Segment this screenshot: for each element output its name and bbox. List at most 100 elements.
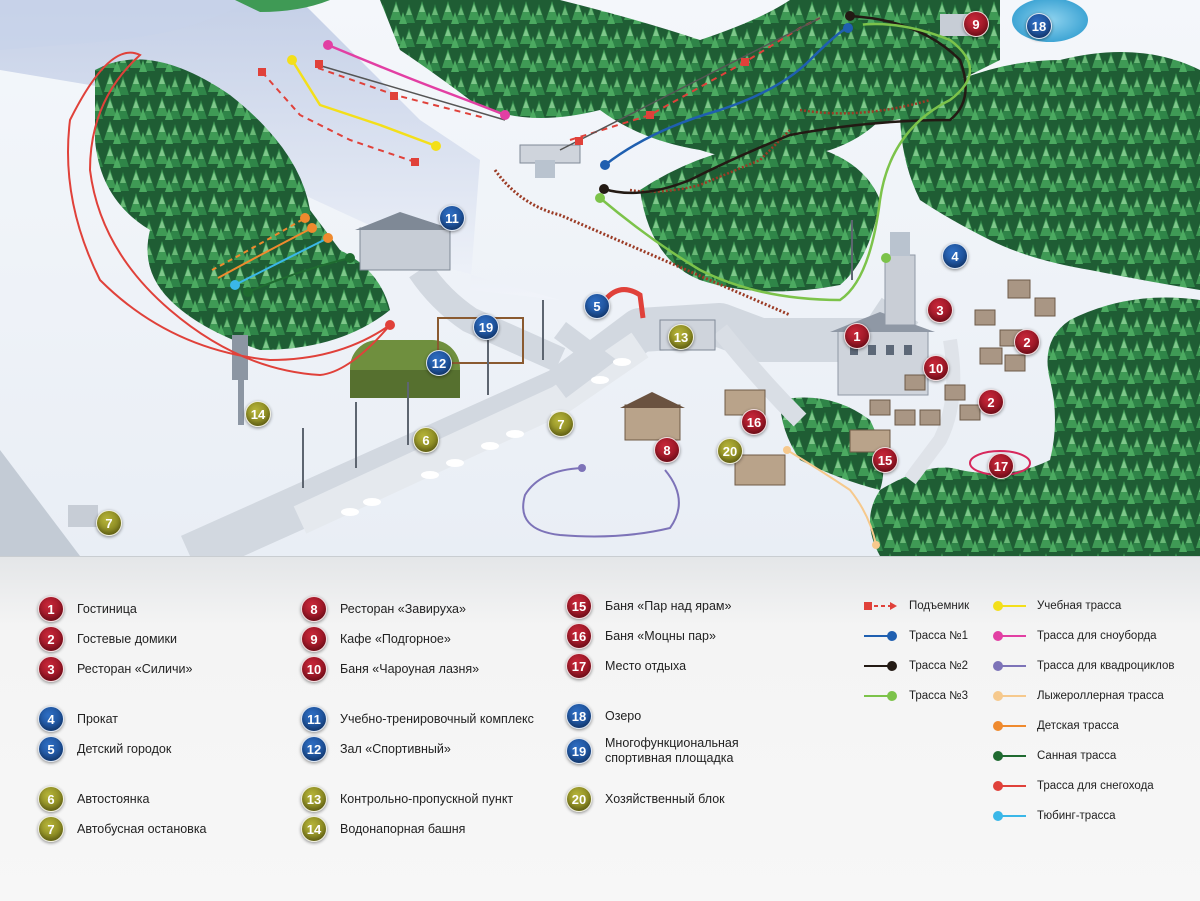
line-legend-rollerski: Лыжероллерная трасса [992, 690, 1164, 702]
line-legend-label: Учебная трасса [1037, 600, 1122, 612]
legend-item-4: 4 Прокат [38, 706, 118, 732]
snowboard-line-icon [993, 631, 1026, 641]
rollerski-line-icon [993, 691, 1026, 701]
map-legend: 1 Гостиница 2 Гостевые домики 3 Ресторан… [0, 556, 1200, 901]
legend-marker: 2 [38, 626, 64, 652]
legend-marker: 14 [301, 816, 327, 842]
legend-marker: 18 [566, 703, 592, 729]
line-legend-trail-1: Трасса №1 [864, 630, 968, 642]
legend-label: Баня «Моцны пар» [605, 628, 716, 643]
legend-item-14: 14 Водонапорная башня [301, 816, 465, 842]
legend-label: Хозяйственный блок [605, 791, 725, 806]
line-legend-trail-3: Трасса №3 [864, 690, 968, 702]
map-marker-19[interactable]: 19 [473, 314, 499, 340]
legend-label: Водонапорная башня [340, 821, 466, 836]
map-marker-7b[interactable]: 7 [96, 510, 122, 536]
line-legend-label: Лыжероллерная трасса [1037, 690, 1164, 702]
map-marker-1[interactable]: 1 [844, 323, 870, 349]
trail-3-line-icon [864, 691, 897, 701]
line-legend-trail-2: Трасса №2 [864, 660, 968, 672]
line-legend-label: Трасса для сноуборда [1037, 630, 1157, 642]
resort-map: 1 2 2 3 4 5 6 7 7 8 9 10 11 12 13 14 15 … [0, 0, 1200, 556]
legend-marker: 5 [38, 736, 64, 762]
legend-label: Озеро [605, 708, 642, 723]
legend-item-5: 5 Детский городок [38, 736, 171, 762]
map-marker-5[interactable]: 5 [584, 293, 610, 319]
map-marker-16[interactable]: 16 [741, 409, 767, 435]
map-marker-4[interactable]: 4 [942, 243, 968, 269]
legend-marker: 11 [301, 706, 327, 732]
legend-label: Гостевые домики [77, 631, 177, 646]
trail-1-line-icon [864, 631, 897, 641]
line-legend-label: Трасса №1 [909, 630, 968, 642]
map-marker-6[interactable]: 6 [413, 427, 439, 453]
map-marker-8[interactable]: 8 [654, 437, 680, 463]
legend-marker: 7 [38, 816, 64, 842]
map-marker-18[interactable]: 18 [1026, 13, 1052, 39]
sled-line-icon [993, 751, 1026, 761]
legend-marker: 17 [566, 653, 592, 679]
legend-marker: 16 [566, 623, 592, 649]
map-marker-20[interactable]: 20 [717, 438, 743, 464]
legend-marker: 19 [566, 738, 592, 764]
lift-line-icon [864, 602, 897, 610]
legend-label: Ресторан «Силичи» [77, 661, 193, 676]
line-legend-kids: Детская трасса [992, 720, 1119, 732]
legend-marker: 15 [566, 593, 592, 619]
legend-marker: 10 [301, 656, 327, 682]
legend-item-11: 11 Учебно-тренировочный комплекс [301, 706, 534, 732]
map-marker-2a[interactable]: 2 [1014, 329, 1040, 355]
legend-label: Прокат [77, 711, 119, 726]
map-marker-10[interactable]: 10 [923, 355, 949, 381]
line-legend-label: Трасса для снегохода [1037, 780, 1154, 792]
legend-marker: 1 [38, 596, 64, 622]
line-legend-label: Детская трасса [1037, 720, 1119, 732]
map-marker-12[interactable]: 12 [426, 350, 452, 376]
map-illustration [0, 0, 1200, 556]
legend-item-1: 1 Гостиница [38, 596, 137, 622]
line-legend-lift: Подъемник [864, 600, 969, 612]
legend-item-20: 20 Хозяйственный блок [566, 786, 725, 812]
legend-label: Детский городок [77, 741, 172, 756]
legend-label: Автобусная остановка [77, 821, 207, 836]
line-legend-snowmobile: Трасса для снегохода [992, 780, 1154, 792]
snowmobile-line-icon [993, 781, 1026, 791]
map-marker-9[interactable]: 9 [963, 11, 989, 37]
legend-item-17: 17 Место отдыха [566, 653, 686, 679]
map-marker-11[interactable]: 11 [439, 205, 465, 231]
legend-item-12: 12 Зал «Спортивный» [301, 736, 451, 762]
legend-label: Место отдыха [605, 658, 687, 673]
legend-marker: 20 [566, 786, 592, 812]
legend-marker: 8 [301, 596, 327, 622]
legend-marker: 3 [38, 656, 64, 682]
map-marker-17[interactable]: 17 [988, 453, 1014, 479]
legend-item-18: 18 Озеро [566, 703, 641, 729]
legend-label: Многофункциональная спортивная площадка [605, 736, 739, 765]
legend-item-19: 19 Многофункциональная спортивная площад… [566, 736, 765, 766]
map-marker-7a[interactable]: 7 [548, 411, 574, 437]
legend-marker: 13 [301, 786, 327, 812]
map-marker-15[interactable]: 15 [872, 447, 898, 473]
kids-line-icon [993, 721, 1026, 731]
legend-item-2: 2 Гостевые домики [38, 626, 177, 652]
map-marker-2b[interactable]: 2 [978, 389, 1004, 415]
line-legend-tubing: Тюбинг-трасса [992, 810, 1115, 822]
legend-item-15: 15 Баня «Пар над ярам» [566, 593, 731, 619]
tubing-line-icon [993, 811, 1026, 821]
legend-label: Зал «Спортивный» [340, 741, 451, 756]
line-legend-label: Трасса №3 [909, 690, 968, 702]
line-legend-label: Санная трасса [1037, 750, 1117, 762]
legend-label: Кафе «Подгорное» [340, 631, 451, 646]
line-legend-label: Тюбинг-трасса [1037, 810, 1116, 822]
map-marker-3[interactable]: 3 [927, 297, 953, 323]
map-marker-13[interactable]: 13 [668, 324, 694, 350]
legend-label: Учебно-тренировочный комплекс [340, 711, 534, 726]
legend-label: Баня «Пар над ярам» [605, 598, 732, 613]
legend-label: Гостиница [77, 601, 137, 616]
trail-2-line-icon [864, 661, 897, 671]
line-legend-label: Подъемник [909, 600, 970, 612]
legend-item-8: 8 Ресторан «Завируха» [301, 596, 466, 622]
legend-item-6: 6 Автостоянка [38, 786, 149, 812]
map-marker-14[interactable]: 14 [245, 401, 271, 427]
line-legend-sled: Санная трасса [992, 750, 1116, 762]
